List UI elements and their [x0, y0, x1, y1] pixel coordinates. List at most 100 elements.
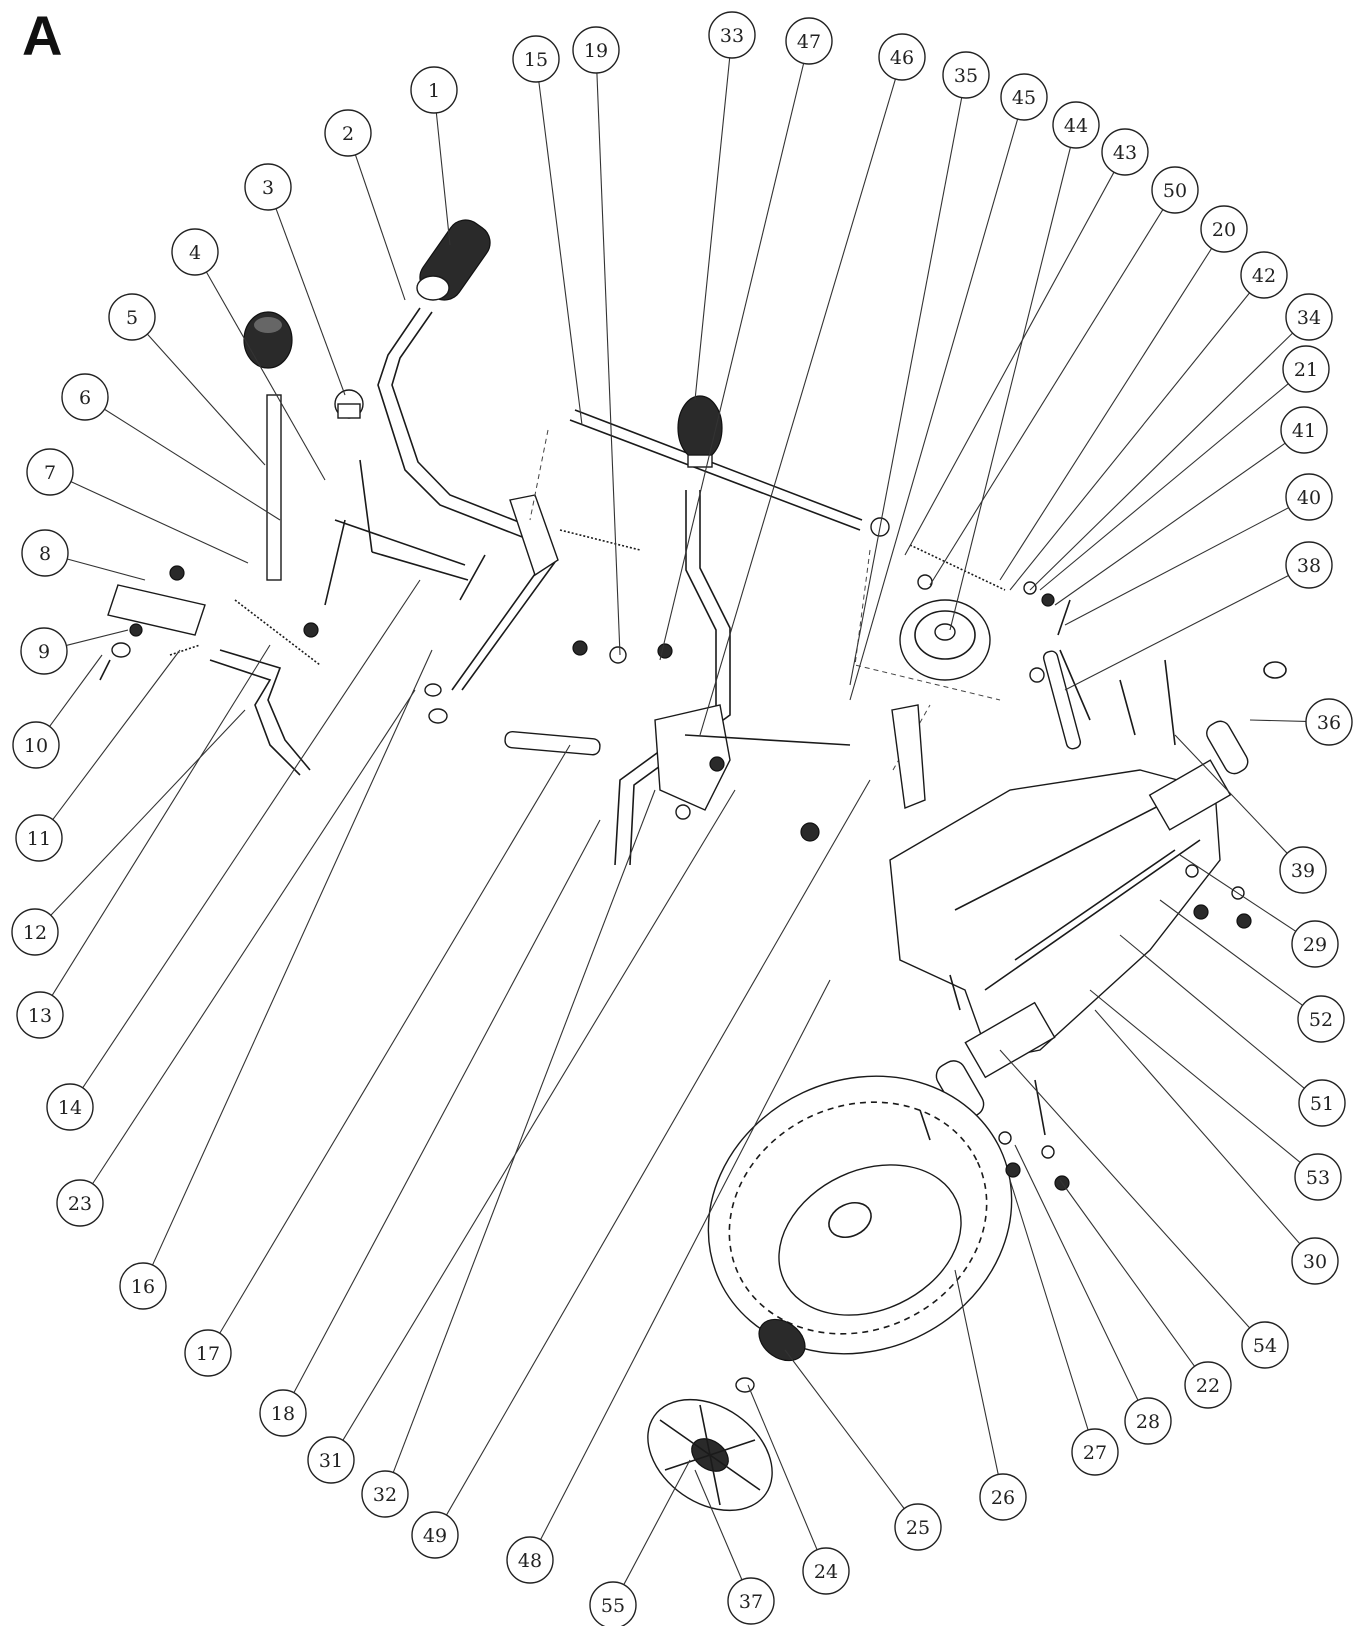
callout-number: 13	[28, 1005, 52, 1027]
callout-number: 25	[906, 1517, 930, 1539]
callout-15: 15	[512, 35, 560, 83]
callout-number: 12	[23, 922, 47, 944]
leader-line-6	[104, 408, 281, 521]
callout-36: 36	[1305, 698, 1353, 746]
callout-circle	[1280, 406, 1328, 454]
leader-line-42	[1009, 292, 1250, 591]
callout-11: 11	[15, 814, 63, 862]
leader-line-52	[1159, 899, 1303, 1006]
callout-number: 2	[342, 123, 354, 145]
leader-line-9	[66, 629, 129, 646]
leader-line-55	[623, 1459, 691, 1585]
callout-circle	[20, 627, 68, 675]
pedal-frame	[324, 459, 486, 606]
callout-23: 23	[56, 1179, 104, 1227]
callout-number: 55	[601, 1595, 625, 1617]
panel-letter: A	[22, 4, 63, 67]
leader-line-4	[205, 271, 326, 481]
leader-line-32	[392, 789, 656, 1473]
callout-number: 8	[39, 543, 51, 565]
leader-line-45	[849, 118, 1019, 701]
leader-line-54	[999, 1049, 1251, 1329]
callout-number: 50	[1163, 180, 1187, 202]
callout-circle	[61, 373, 109, 421]
callout-number: 54	[1253, 1335, 1277, 1357]
callout-circle	[1071, 1428, 1119, 1476]
callout-circle	[410, 66, 458, 114]
callout-circle	[1294, 1153, 1342, 1201]
callout-number: 45	[1012, 87, 1036, 109]
extension-spring	[559, 529, 641, 551]
hub-bushing	[758, 1318, 806, 1362]
callout-circle	[1241, 1321, 1289, 1369]
callout-35: 35	[942, 51, 990, 99]
callout-number: 27	[1083, 1442, 1107, 1464]
callout-26: 26	[979, 1473, 1027, 1521]
leader-line-17	[219, 744, 571, 1334]
callout-circle	[46, 1083, 94, 1131]
callout-circle	[1151, 166, 1199, 214]
leader-line-18	[293, 819, 601, 1393]
callout-circle	[1000, 73, 1048, 121]
callout-number: 18	[271, 1403, 295, 1425]
callout-circle	[512, 35, 560, 83]
callout-circle	[1305, 698, 1353, 746]
callout-circle	[26, 448, 74, 496]
callout-circle	[894, 1503, 942, 1551]
shift-knob	[243, 311, 293, 369]
leader-line-33	[694, 57, 731, 401]
callout-circle	[411, 1511, 459, 1559]
leader-line-15	[538, 81, 583, 426]
pedal-grip	[416, 219, 491, 301]
callout-4: 4	[171, 228, 219, 276]
leader-line-29	[1179, 854, 1297, 932]
lever-knob	[677, 395, 723, 468]
callout-circle	[802, 1547, 850, 1595]
leader-line-27	[1009, 1179, 1089, 1431]
callout-8: 8	[21, 529, 69, 577]
callout-25: 25	[894, 1503, 942, 1551]
leader-line-44	[949, 147, 1071, 631]
callout-number: 14	[58, 1097, 82, 1119]
callout-circle	[361, 1470, 409, 1518]
callout-number: 52	[1309, 1009, 1333, 1031]
callout-number: 40	[1297, 487, 1321, 509]
callout-41: 41	[1280, 406, 1328, 454]
callout-17: 17	[184, 1329, 232, 1377]
leader-line-40	[1064, 507, 1289, 626]
callout-circle	[244, 163, 292, 211]
leader-line-12	[50, 709, 246, 916]
leader-line-1	[435, 112, 451, 246]
callout-19: 19	[572, 26, 620, 74]
callout-55: 55	[589, 1581, 637, 1626]
callout-39: 39	[1279, 846, 1327, 894]
callout-circle	[171, 228, 219, 276]
callout-circle	[1279, 846, 1327, 894]
leader-line-41	[1054, 442, 1286, 606]
leader-line-10	[49, 654, 103, 727]
callout-number: 15	[524, 49, 548, 71]
leader-line-20	[999, 248, 1213, 581]
leader-line-3	[275, 208, 346, 396]
callout-circle	[1291, 920, 1339, 968]
callout-number: 7	[44, 462, 56, 484]
callout-number: 31	[319, 1450, 343, 1472]
callout-circle	[1285, 293, 1333, 341]
leader-line-24	[747, 1384, 818, 1551]
callout-number: 23	[68, 1193, 92, 1215]
callout-12: 12	[11, 908, 59, 956]
callout-circle	[1297, 995, 1345, 1043]
callout-circle	[1282, 345, 1330, 393]
callout-42: 42	[1240, 251, 1288, 299]
callout-number: 37	[739, 1591, 763, 1613]
leader-line-8	[67, 558, 146, 581]
callout-number: 11	[27, 828, 51, 850]
callout-number: 3	[262, 177, 274, 199]
callout-28: 28	[1124, 1397, 1172, 1445]
callout-number: 17	[196, 1343, 220, 1365]
callout-49: 49	[411, 1511, 459, 1559]
callout-24: 24	[802, 1547, 850, 1595]
callout-number: 10	[24, 735, 48, 757]
